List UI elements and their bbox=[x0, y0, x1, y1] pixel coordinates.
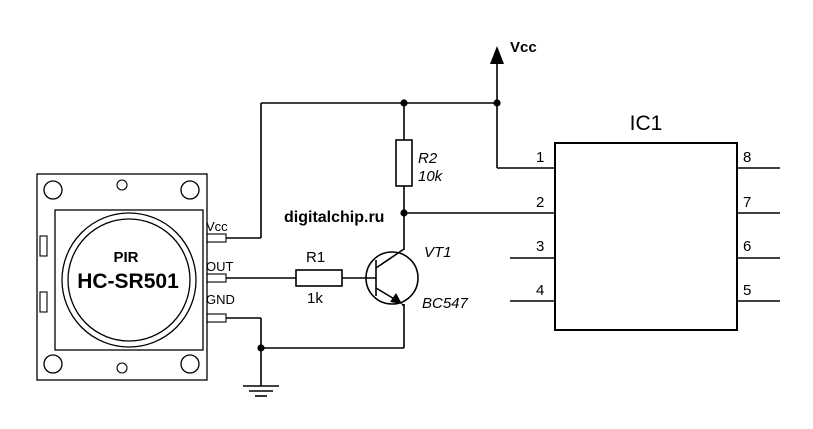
vcc-label: Vcc bbox=[510, 39, 537, 56]
ic1-body bbox=[554, 142, 738, 331]
vcc-arrow-icon bbox=[490, 46, 504, 64]
ic-pin-number: 3 bbox=[536, 238, 544, 255]
transistor-vt1: VT1 BC547 bbox=[365, 244, 469, 312]
vcc-rail: Vcc bbox=[490, 39, 537, 168]
mounting-hole-icon bbox=[180, 180, 200, 200]
watermark: digitalchip.ru bbox=[284, 209, 384, 226]
emitter-arrow-icon bbox=[390, 293, 402, 304]
pir-pin-pad bbox=[206, 273, 227, 283]
r2-value: 10k bbox=[418, 168, 444, 185]
ic-pin-number: 6 bbox=[743, 238, 751, 255]
pir-type-label: PIR bbox=[113, 249, 138, 266]
pir-pin-pad bbox=[206, 233, 227, 243]
pir-pin-label-vcc: Vcc bbox=[206, 219, 228, 234]
ground-bus bbox=[226, 304, 405, 386]
ic-pin-number: 5 bbox=[743, 282, 751, 299]
ic-pin-number: 1 bbox=[536, 149, 544, 166]
ic-pin-number: 2 bbox=[536, 194, 544, 211]
vt1-model: BC547 bbox=[422, 295, 469, 312]
r1-value: 1k bbox=[307, 290, 323, 307]
junction-dot bbox=[257, 344, 265, 352]
pir-pin-pad bbox=[206, 313, 227, 323]
mounting-hole-icon bbox=[43, 180, 63, 200]
ic1-label: IC1 bbox=[630, 112, 663, 135]
resistor-r1: R1 1k bbox=[226, 249, 376, 307]
junction-dot bbox=[493, 99, 501, 107]
r1-name: R1 bbox=[306, 249, 325, 266]
r2-name: R2 bbox=[418, 150, 438, 167]
ic-pin-number: 4 bbox=[536, 282, 544, 299]
pir-lens-inner bbox=[67, 218, 191, 342]
pir-pin-label-gnd: GND bbox=[206, 292, 235, 307]
ic-pin-number: 7 bbox=[743, 194, 751, 211]
top-bus bbox=[226, 99, 501, 239]
vt1-name: VT1 bbox=[424, 244, 452, 261]
ground-icon bbox=[243, 385, 279, 397]
mounting-hole-icon bbox=[43, 354, 63, 374]
resistor-r2: R2 10k bbox=[395, 103, 444, 246]
ic1: IC1 1 2 3 4 8 7 6 5 bbox=[510, 112, 780, 331]
pir-pin-label-out: OUT bbox=[206, 259, 234, 274]
pir-module: PIR HC-SR501 Vcc OUT GND bbox=[36, 173, 235, 381]
pir-model-label: HC-SR501 bbox=[77, 270, 179, 293]
mounting-hole-icon bbox=[180, 354, 200, 374]
ic-pin-number: 8 bbox=[743, 149, 751, 166]
